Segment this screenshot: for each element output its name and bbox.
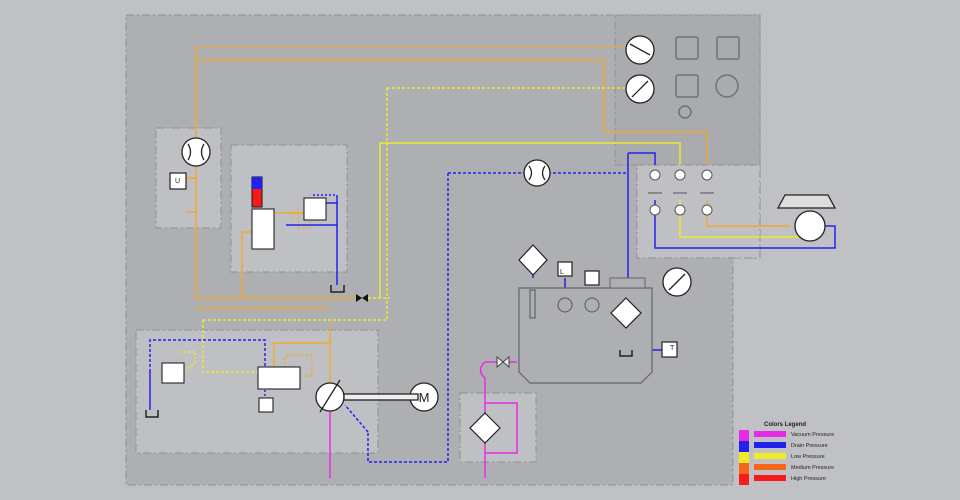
- suction-filter-icon: [469, 412, 501, 444]
- pressure-reducing-valve[interactable]: [303, 197, 327, 221]
- pressure-gauge-2: [625, 74, 655, 104]
- svg-text:High Pressure: High Pressure: [791, 476, 826, 482]
- motor-label: M: [419, 390, 430, 405]
- legend-item-vacuum: Vacuum Pressure: [739, 430, 834, 441]
- pressure-gauge-3: [662, 267, 692, 297]
- sequence-valve[interactable]: [161, 362, 185, 384]
- svg-text:Drain Pressure: Drain Pressure: [791, 443, 828, 449]
- vacuum-lines: [329, 361, 518, 478]
- svg-text:Vacuum Pressure: Vacuum Pressure: [791, 432, 834, 438]
- needle-valve-icon[interactable]: [496, 355, 510, 369]
- voltage-label: U: [175, 178, 180, 185]
- flow-meter-icon: [181, 137, 211, 167]
- ball-valve-icon[interactable]: [356, 294, 368, 302]
- svg-text:Low Pressure: Low Pressure: [791, 454, 825, 460]
- pump-control-valve[interactable]: [257, 366, 301, 390]
- level-sensor-icon: [557, 261, 573, 277]
- legend-item-high: High Pressure: [739, 474, 826, 485]
- temperature-label: T: [670, 345, 675, 352]
- legend-item-drain: Drain Pressure: [739, 441, 828, 452]
- return-filter-icon: [610, 297, 642, 329]
- svg-text:Medium Pressure: Medium Pressure: [791, 465, 834, 471]
- temperature-sensor-icon: [661, 341, 678, 358]
- shuttle-valve: [258, 397, 274, 413]
- air-filter-icon: [518, 244, 548, 276]
- level-label: L: [560, 269, 564, 276]
- legend-title: Colors Legend: [764, 422, 806, 428]
- legend-item-medium: Medium Pressure: [739, 463, 834, 474]
- hydraulic-motor-icon: [776, 194, 837, 242]
- valve-panel: [230, 144, 348, 273]
- tank-symbol: [145, 285, 633, 418]
- directional-valve[interactable]: [251, 208, 275, 250]
- quick-couplings: [648, 169, 714, 216]
- pump-icon: [315, 379, 345, 413]
- medium-lines: [178, 46, 790, 390]
- colors-legend: Colors Legend Vacuum Pressure Drain Pres…: [739, 422, 834, 485]
- panel-indicators: [675, 36, 740, 119]
- pressure-gauge-1: [625, 35, 655, 65]
- legend-item-low: Low Pressure: [739, 452, 825, 463]
- pressure-switch-icon: [584, 270, 600, 286]
- shaft-icon: [343, 393, 419, 401]
- flow-meter-2-icon: [523, 159, 551, 187]
- voltage-sensor-icon: [169, 172, 187, 190]
- tank-cap: [609, 277, 646, 289]
